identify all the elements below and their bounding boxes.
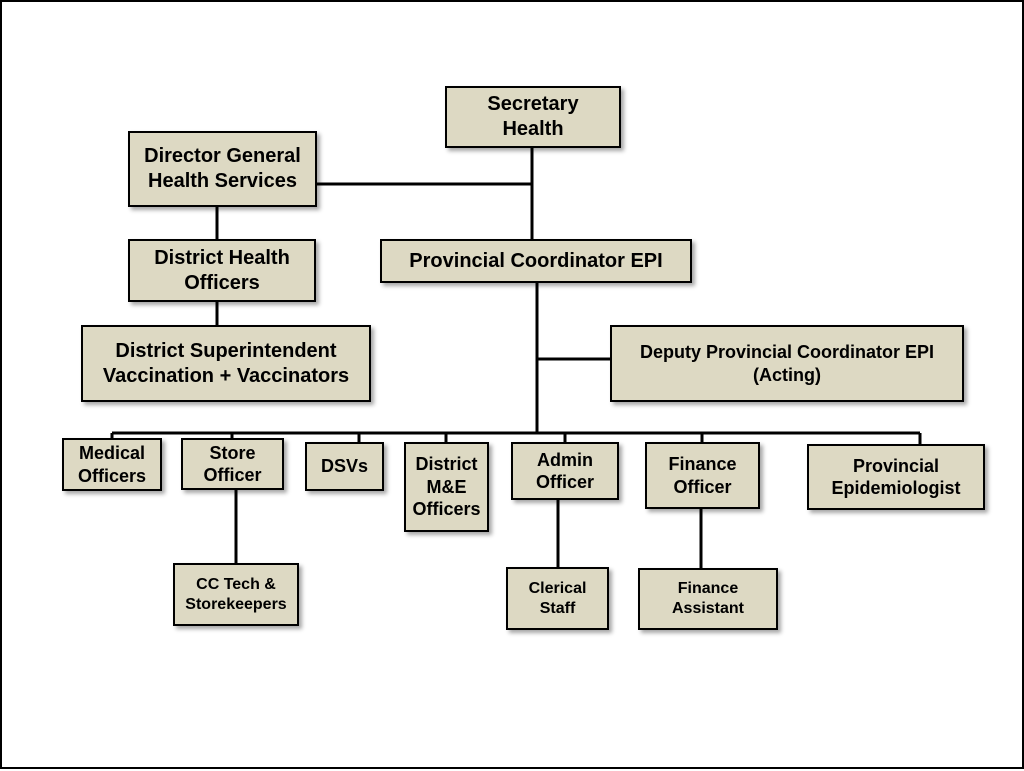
node-label: Officer (203, 465, 262, 485)
node-label: CC Tech & (196, 575, 276, 593)
node-label: Finance (668, 454, 737, 474)
node-label: Provincial Coordinator EPI (409, 249, 663, 272)
node-label: Clerical (528, 579, 587, 597)
node-medical-officers: Medical Officers (62, 438, 162, 491)
node-label: Vaccination + Vaccinators (102, 364, 350, 387)
node-finance-officer: Finance Officer (645, 442, 760, 509)
node-label: Officer (673, 476, 732, 497)
node-label: Health Services (148, 170, 297, 192)
node-clerical-staff: Clerical Staff (506, 567, 609, 630)
node-secretary-health: Secretary Health (445, 86, 621, 148)
node-label: Director General (144, 145, 301, 167)
node-label: Store (209, 442, 256, 463)
node-cc-tech-storekeepers: CC Tech & Storekeepers (173, 563, 299, 626)
node-label: Officer (535, 472, 595, 492)
node-dsvs: DSVs (305, 442, 384, 491)
node-label: Deputy Provincial Coordinator EPI (639, 342, 935, 362)
node-label: (Acting) (753, 364, 821, 385)
node-label: Admin (537, 449, 593, 470)
node-store-officer: Store Officer (181, 438, 284, 490)
node-deputy-coordinator: Deputy Provincial Coordinator EPI (Actin… (610, 325, 964, 402)
node-label: M&E (426, 476, 467, 497)
node-label: Officers (77, 465, 147, 486)
node-provincial-coordinator: Provincial Coordinator EPI (380, 239, 692, 283)
node-district-health-officers: District Health Officers (128, 239, 316, 302)
node-label: District Superintendent (115, 339, 337, 362)
node-district-superintendent: District Superintendent Vaccination + Va… (81, 325, 371, 402)
node-label: Assistant (671, 600, 745, 617)
node-district-me-officers: District M&E Officers (404, 442, 489, 532)
node-label: Officers (184, 271, 260, 294)
node-label: Staff (539, 599, 576, 617)
node-label: District (415, 454, 478, 475)
node-admin-officer: Admin Officer (511, 442, 619, 500)
node-finance-assistant: Finance Assistant (638, 568, 778, 630)
node-provincial-epidemiologist: Provincial Epidemiologist (807, 444, 985, 510)
node-label: Officers (412, 499, 481, 520)
node-label: Secretary (487, 93, 579, 115)
node-label: Finance (677, 580, 739, 597)
node-label: Storekeepers (185, 595, 287, 613)
node-director-general: Director General Health Services (128, 131, 317, 207)
node-label: Health (502, 118, 564, 140)
node-label: Provincial (852, 455, 940, 476)
node-label: District Health (154, 246, 290, 269)
node-label: DSVs (320, 456, 369, 477)
node-label: Epidemiologist (831, 478, 961, 498)
node-label: Medical (78, 443, 146, 463)
